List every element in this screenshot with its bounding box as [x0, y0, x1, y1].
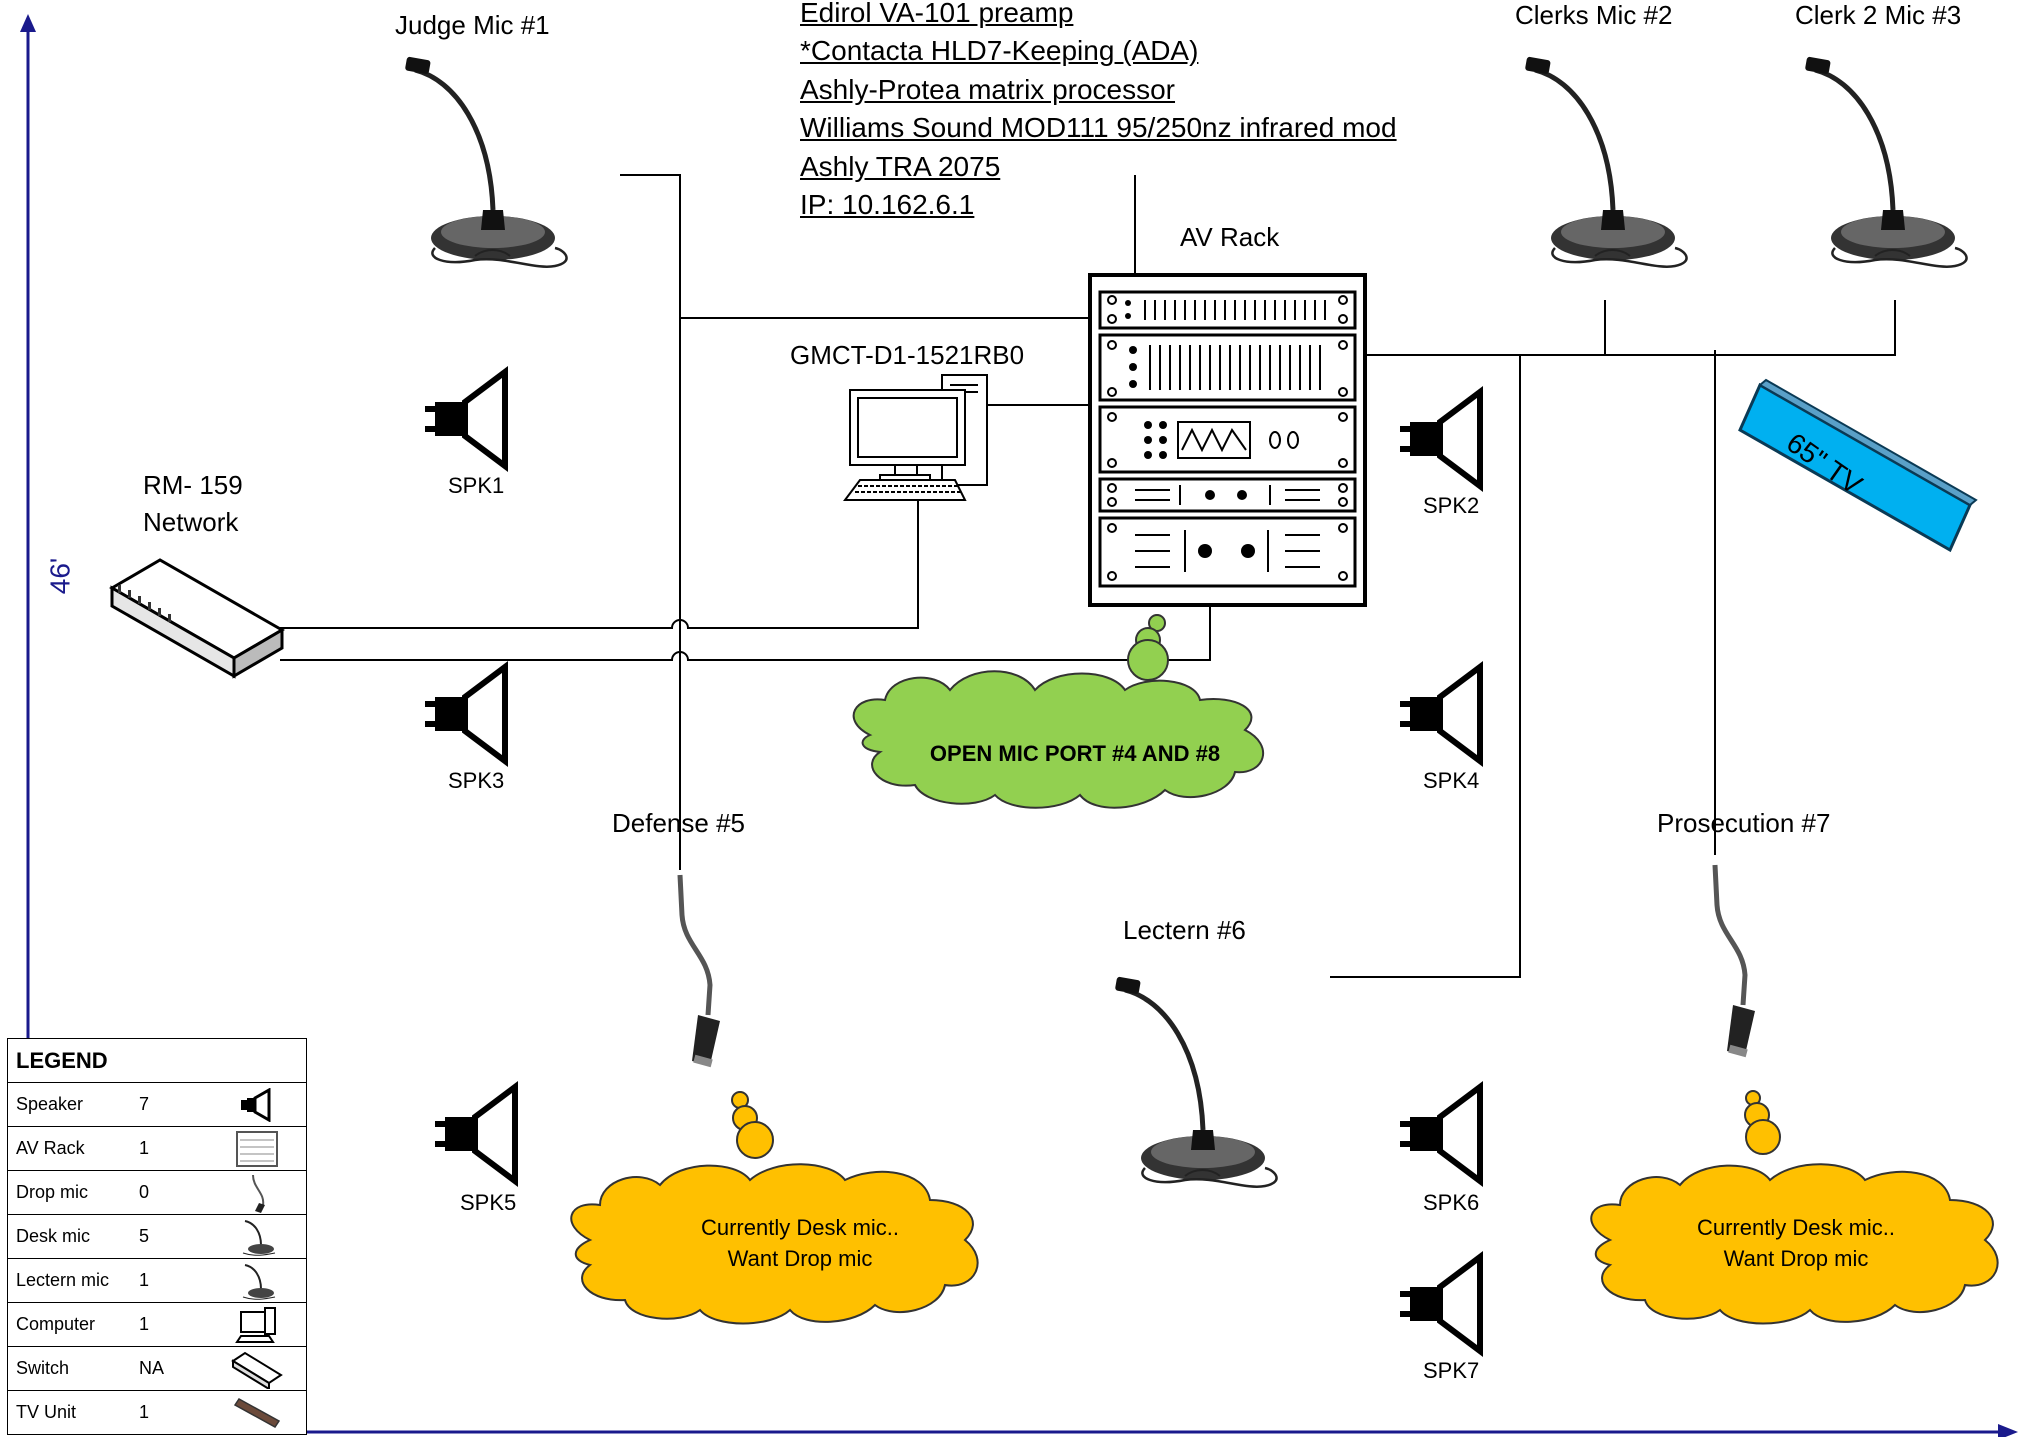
defense-note-cloud	[570, 1091, 979, 1325]
legend-icon	[206, 1346, 307, 1391]
legend-icon	[206, 1302, 307, 1347]
legend-count: 1	[138, 1302, 207, 1347]
legend-title: LEGEND	[7, 1038, 307, 1083]
legend-count: 7	[138, 1082, 207, 1127]
equipment-item: Ashly TRA 2075	[800, 150, 1001, 182]
speaker-label-spk2: SPK2	[1423, 493, 1480, 518]
open-mic-callout: OPEN MIC PORT #4 AND #8	[929, 741, 1221, 766]
legend-item: TV Unit	[7, 1390, 139, 1435]
legend-count: 0	[138, 1170, 207, 1215]
speaker-icon	[240, 1087, 271, 1122]
av-rack-icon	[1088, 273, 1367, 607]
legend-row: Computer 1	[7, 1302, 307, 1347]
prosecution-label: Prosecution #7	[1657, 808, 1831, 838]
speaker-icon-spk3	[425, 667, 505, 761]
speaker-label-spk7: SPK7	[1423, 1358, 1480, 1383]
computer-label: GMCT-D1-1521RB0	[790, 340, 1025, 370]
clerk2-mic-label: Clerk 2 Mic #3	[1795, 0, 1962, 30]
legend-icon	[206, 1390, 307, 1435]
switch-icon	[109, 558, 285, 679]
defense-note-line2: Want Drop mic	[727, 1246, 873, 1271]
clerk2-desk-mic-icon	[1805, 56, 1967, 266]
legend-item: Switch	[7, 1346, 139, 1391]
clerks-mic-label: Clerks Mic #2	[1515, 0, 1673, 30]
y-axis-arrow	[20, 14, 36, 32]
legend-row: TV Unit 1	[7, 1390, 307, 1435]
judge-desk-mic-icon	[405, 56, 567, 266]
legend-row: Speaker 7	[7, 1082, 307, 1127]
legend-icon	[206, 1082, 307, 1127]
legend-row: Desk mic 5	[7, 1214, 307, 1259]
legend-item: Desk mic	[7, 1214, 139, 1259]
rack-icon	[235, 1130, 278, 1167]
legend-row: Drop mic 0	[7, 1170, 307, 1215]
defense-label: Defense #5	[612, 808, 745, 838]
legend-item: Lectern mic	[7, 1258, 139, 1303]
equipment-item: Edirol VA-101 preamp	[800, 0, 1074, 28]
legend-row: Switch NA	[7, 1346, 307, 1391]
tv-icon	[1738, 378, 1978, 553]
legend-count: NA	[138, 1346, 207, 1391]
axis-height-label: 46'	[44, 557, 76, 595]
defense-drop-mic-icon	[680, 875, 720, 1067]
legend-item: Computer	[7, 1302, 139, 1347]
legend-row: AV Rack 1	[7, 1126, 307, 1171]
speaker-icon-spk1	[425, 372, 505, 466]
legend-icon	[206, 1170, 307, 1215]
network-label-line1: RM- 159	[143, 470, 243, 500]
cabling	[280, 174, 1896, 978]
lectern-mic-icon	[1115, 976, 1277, 1186]
network-label-line2: Network	[143, 507, 239, 537]
judge-mic-label: Judge Mic #1	[395, 10, 550, 40]
speaker-icon-spk4	[1400, 667, 1480, 761]
speaker-label-spk6: SPK6	[1423, 1190, 1480, 1215]
drop-mic-icon	[251, 1174, 265, 1213]
desk-mic-icon	[242, 1219, 276, 1256]
speaker-label-spk4: SPK4	[1423, 768, 1480, 793]
clerks-desk-mic-icon	[1525, 56, 1687, 266]
speaker-label-spk3: SPK3	[448, 768, 505, 793]
legend-count: 1	[138, 1258, 207, 1303]
legend-count: 1	[138, 1126, 207, 1171]
speaker-icon-spk2	[1400, 392, 1480, 486]
x-axis-arrow	[1998, 1424, 2018, 1437]
prosecution-drop-mic-icon	[1715, 865, 1755, 1057]
legend-icon	[206, 1214, 307, 1259]
prosecution-note-cloud	[1590, 1090, 1999, 1325]
defense-note-line1: Currently Desk mic..	[700, 1215, 900, 1240]
prosecution-note-line1: Currently Desk mic..	[1696, 1215, 1896, 1240]
legend-count: 5	[138, 1214, 207, 1259]
equipment-list: Edirol VA-101 preamp *Contacta HLD7-Keep…	[800, 0, 1397, 224]
legend-icon	[206, 1126, 307, 1171]
legend-count: 1	[138, 1390, 207, 1435]
av-rack-label: AV Rack	[1180, 222, 1280, 252]
equipment-item: IP: 10.162.6.1	[800, 189, 975, 221]
equipment-item: Williams Sound MOD111 95/250nz infrared …	[800, 112, 1397, 144]
open-mic-cloud	[852, 614, 1265, 809]
speaker-icon-spk7	[1400, 1257, 1480, 1351]
speaker-label-spk1: SPK1	[448, 473, 505, 498]
speaker-icon-spk6	[1400, 1087, 1480, 1181]
switch-icon	[231, 1351, 283, 1389]
legend-item: AV Rack	[7, 1126, 139, 1171]
legend-row: Lectern mic 1	[7, 1258, 307, 1303]
prosecution-note-line2: Want Drop mic	[1723, 1246, 1869, 1271]
computer-icon	[843, 374, 988, 501]
legend-table: LEGEND Speaker 7 AV Rack 1 Drop mic 0 De…	[7, 1038, 307, 1435]
computer-icon	[235, 1306, 276, 1343]
legend-item: Drop mic	[7, 1170, 139, 1215]
lectern-label: Lectern #6	[1123, 915, 1246, 945]
speaker-label-spk5: SPK5	[460, 1190, 517, 1215]
legend-icon	[206, 1258, 307, 1303]
legend-item: Speaker	[7, 1082, 139, 1127]
speaker-icon-spk5	[435, 1087, 515, 1181]
tv-icon	[233, 1397, 281, 1428]
lectern-mic-icon	[242, 1263, 276, 1300]
equipment-item: Ashly-Protea matrix processor	[800, 73, 1176, 105]
equipment-item: *Contacta HLD7-Keeping (ADA)	[800, 35, 1199, 67]
